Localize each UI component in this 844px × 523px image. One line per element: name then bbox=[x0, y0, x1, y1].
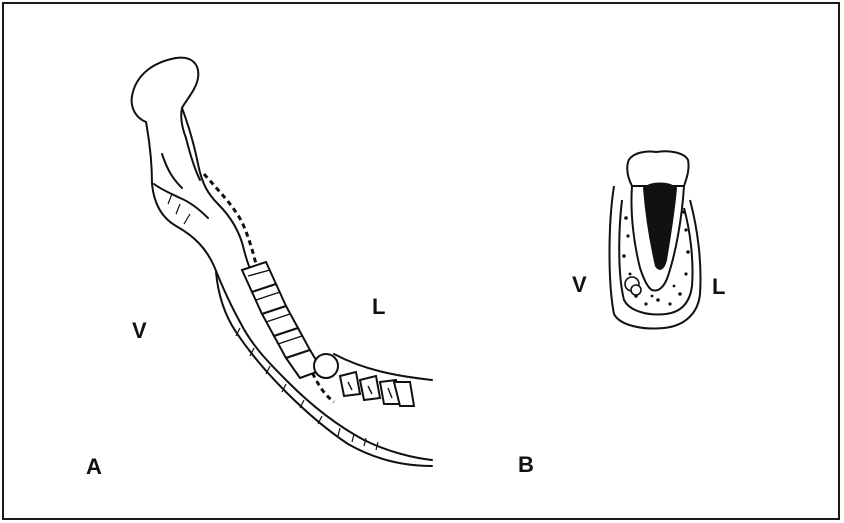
mandible-vestibular-label: V bbox=[132, 320, 147, 342]
tooth-vestibular-label: V bbox=[572, 274, 587, 296]
tooth-lingual-label: L bbox=[712, 276, 725, 298]
mandible-illustration bbox=[4, 4, 842, 522]
panel-a-label: A bbox=[86, 456, 102, 478]
mandible-lingual-label: L bbox=[372, 296, 385, 318]
panel-b-label: B bbox=[518, 454, 534, 476]
